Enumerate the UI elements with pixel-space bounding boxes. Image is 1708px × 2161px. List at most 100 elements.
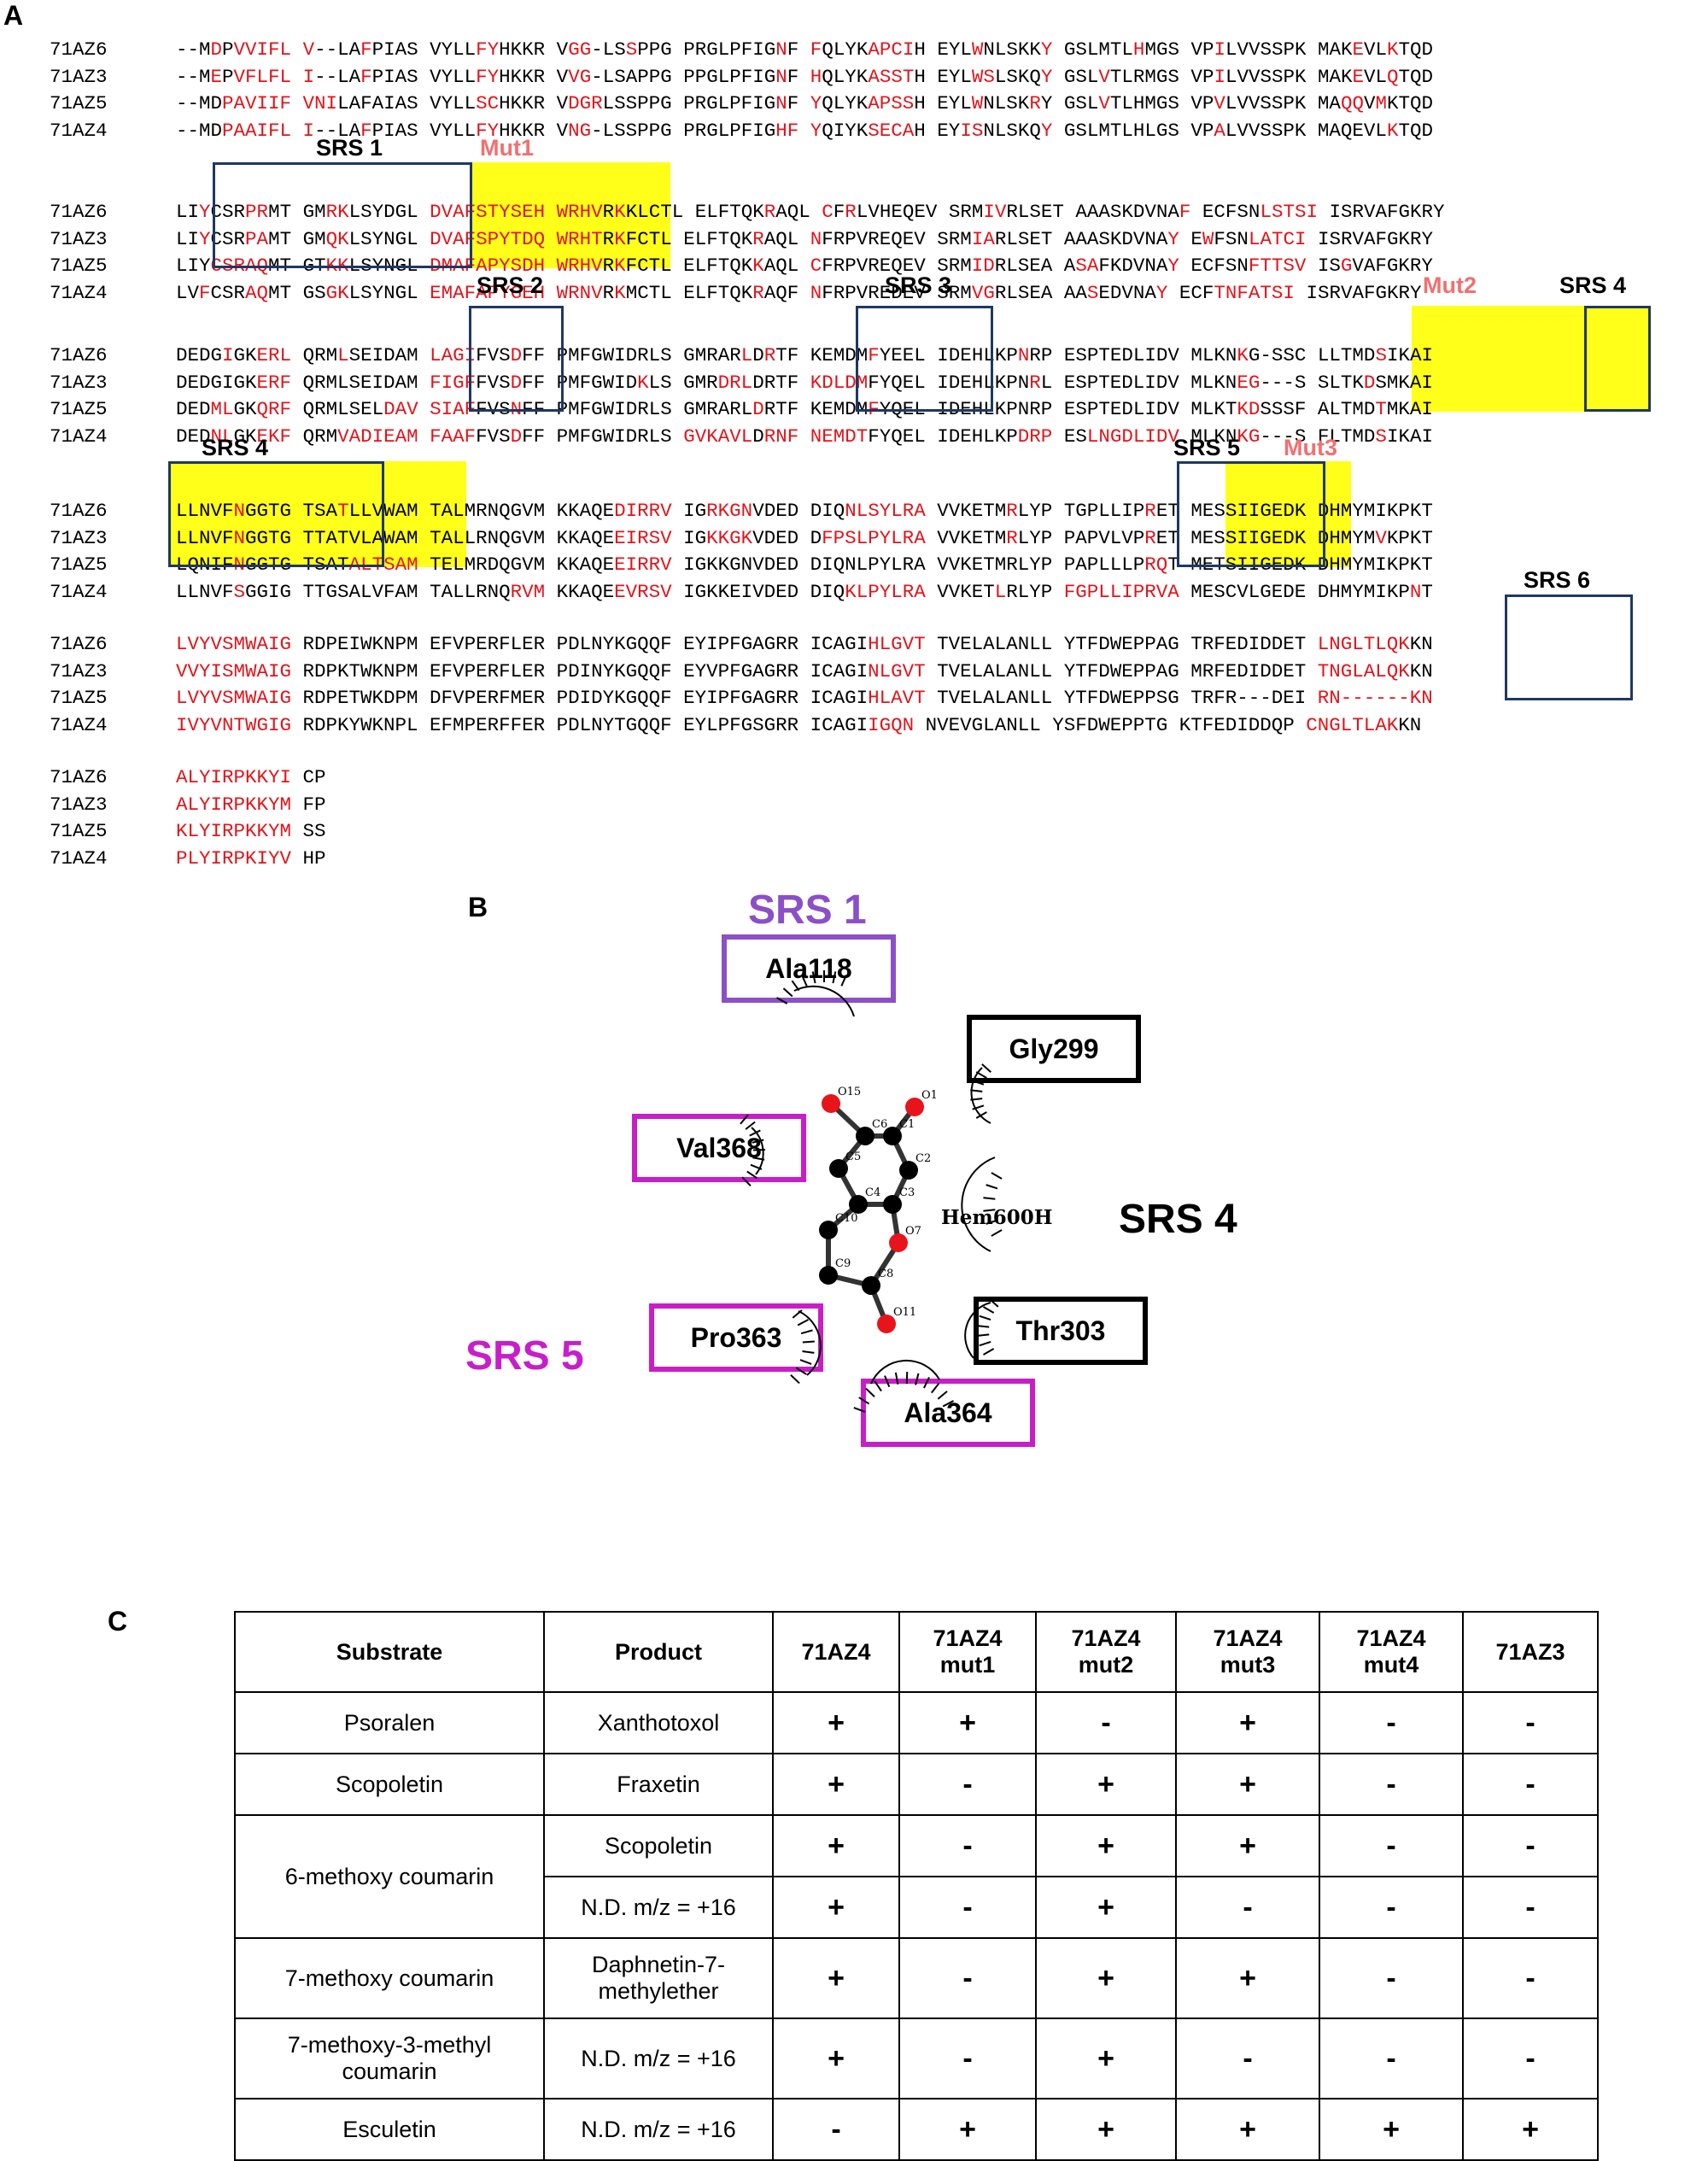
mut2-label: Mut2 [1423, 272, 1477, 299]
variable-residues: ML [211, 398, 234, 420]
conserved-residues: RTF KEMDM [764, 398, 869, 420]
variable-residues: C [810, 255, 822, 277]
variable-residues: L [337, 344, 349, 366]
arc-tick [859, 1397, 869, 1403]
arc-tick [980, 1316, 991, 1320]
variable-residues: NEMDT [810, 425, 869, 448]
activity-positive: + [899, 2099, 1036, 2160]
variable-residues: V [1098, 66, 1110, 88]
variable-residues: F [199, 282, 211, 304]
activity-positive: + [773, 1754, 899, 1815]
variable-residues: W [1202, 228, 1214, 250]
table-header-cell: 71AZ4 mut3 [1176, 1612, 1319, 1692]
conserved-residues: LSYNGL [349, 282, 430, 304]
conserved-residues: QLYK [822, 92, 868, 114]
variable-residues: SC [476, 92, 499, 114]
arc-tick [800, 1360, 811, 1364]
conserved-residues: LSKQ [995, 66, 1041, 88]
arc-tick [802, 975, 807, 987]
sequence-name: 71AZ4 [50, 279, 176, 307]
substrate-cell: Psoralen [235, 1692, 544, 1754]
atom-label-c1: C1 [899, 1118, 915, 1131]
conserved-residues: LVHEQEV SRM [857, 201, 984, 223]
sequence-name: 71AZ5 [50, 551, 176, 578]
arc-tick [980, 1342, 991, 1345]
srs1-box [213, 162, 472, 268]
variable-residues: WRHV [557, 255, 603, 277]
arc-tick [984, 1349, 994, 1355]
variable-residues: WRNV [557, 282, 603, 304]
activity-positive: + [1036, 1754, 1176, 1815]
conserved-residues: TLRMGS VP [1110, 66, 1214, 88]
conserved-residues: FSN [1214, 228, 1249, 250]
activity-positive: + [1176, 1692, 1319, 1754]
conserved-residues [418, 425, 430, 448]
sequence-name: 71AZ3 [50, 524, 176, 552]
conserved-residues: ISRVAFGKRY [1306, 228, 1433, 250]
conserved-residues: QRM [291, 344, 337, 366]
variable-residues: F [360, 66, 372, 88]
srs2-label: SRS 2 [477, 272, 543, 299]
sequence-name: 71AZ5 [50, 395, 176, 423]
conserved-residues: IG [672, 500, 707, 522]
sequence-name: 71AZ6 [50, 497, 176, 524]
variable-residues: R [845, 201, 857, 223]
activity-positive: + [1463, 2099, 1598, 2160]
variable-residues: R [1029, 92, 1041, 114]
variable-residues: Y [1167, 228, 1179, 250]
variable-residues: FTTSV [1249, 255, 1307, 277]
contact-arcs [752, 987, 995, 1384]
conserved-residues [545, 255, 557, 277]
table-header-cell: Substrate [235, 1612, 544, 1692]
sequence-name: 71AZ6 [50, 36, 176, 63]
arc-tick [777, 998, 787, 1004]
atom-label-o1: O1 [921, 1089, 938, 1102]
variable-residues: NLGVT [868, 660, 926, 682]
conserved-residues: GK [234, 398, 257, 420]
variable-residues: PLYIRPKIYV [176, 847, 291, 870]
product-cell: Fraxetin [544, 1754, 773, 1815]
conserved-residues: R [603, 201, 615, 223]
conserved-residues: TF KEMDM [775, 344, 868, 366]
variable-residues: IA [972, 228, 995, 250]
srs3-box [856, 306, 993, 412]
conserved-residues: LVVSSPK MAK [1225, 66, 1353, 88]
conserved-residues: KKAQE [545, 581, 614, 603]
variable-residues: WRHT [557, 228, 603, 250]
variable-residues: R [752, 228, 764, 250]
product-cell: N.D. m/z = +16 [544, 1877, 773, 1938]
conserved-residues: MGS VP [1144, 38, 1214, 61]
activity-positive: + [1176, 2099, 1319, 2160]
variable-residues: APSS [868, 92, 914, 114]
conserved-residues: --MD [176, 120, 222, 142]
arc-tick [982, 1064, 991, 1072]
variable-residues: N [1018, 344, 1030, 366]
conserved-residues [545, 228, 557, 250]
activity-negative: - [1319, 1815, 1463, 1877]
table-header-cell: 71AZ4 mut1 [899, 1612, 1036, 1692]
conserved-residues: FKDVNA [1098, 255, 1167, 277]
variable-residues: LVYVSMWAIG [176, 633, 291, 655]
variable-residues: S [1375, 425, 1387, 448]
conserved-residues: L ESPTEDLIDV MLKN [1041, 372, 1237, 394]
conserved-residues: V [1364, 92, 1376, 114]
activity-positive: + [1176, 1938, 1319, 2018]
conserved-residues [291, 38, 303, 61]
sequence-name: 71AZ4 [50, 578, 176, 606]
sequence-name: 71AZ3 [50, 791, 176, 818]
conserved-residues: -LS [591, 38, 626, 61]
contact-arc-ala118 [794, 987, 854, 1016]
conserved-residues: SEIDAM [349, 344, 430, 366]
atom-label-c6: C6 [872, 1118, 887, 1131]
variable-residues: ALYIRPKKYI [176, 766, 291, 788]
variable-residues: QQ [1341, 92, 1364, 114]
activity-positive: + [773, 1692, 899, 1754]
contact-arc-pro363 [798, 1311, 821, 1375]
variable-residues: KLYIRPKKYM [176, 820, 291, 842]
variable-residues: Y [199, 201, 211, 223]
sequence-name: 71AZ5 [50, 817, 176, 845]
